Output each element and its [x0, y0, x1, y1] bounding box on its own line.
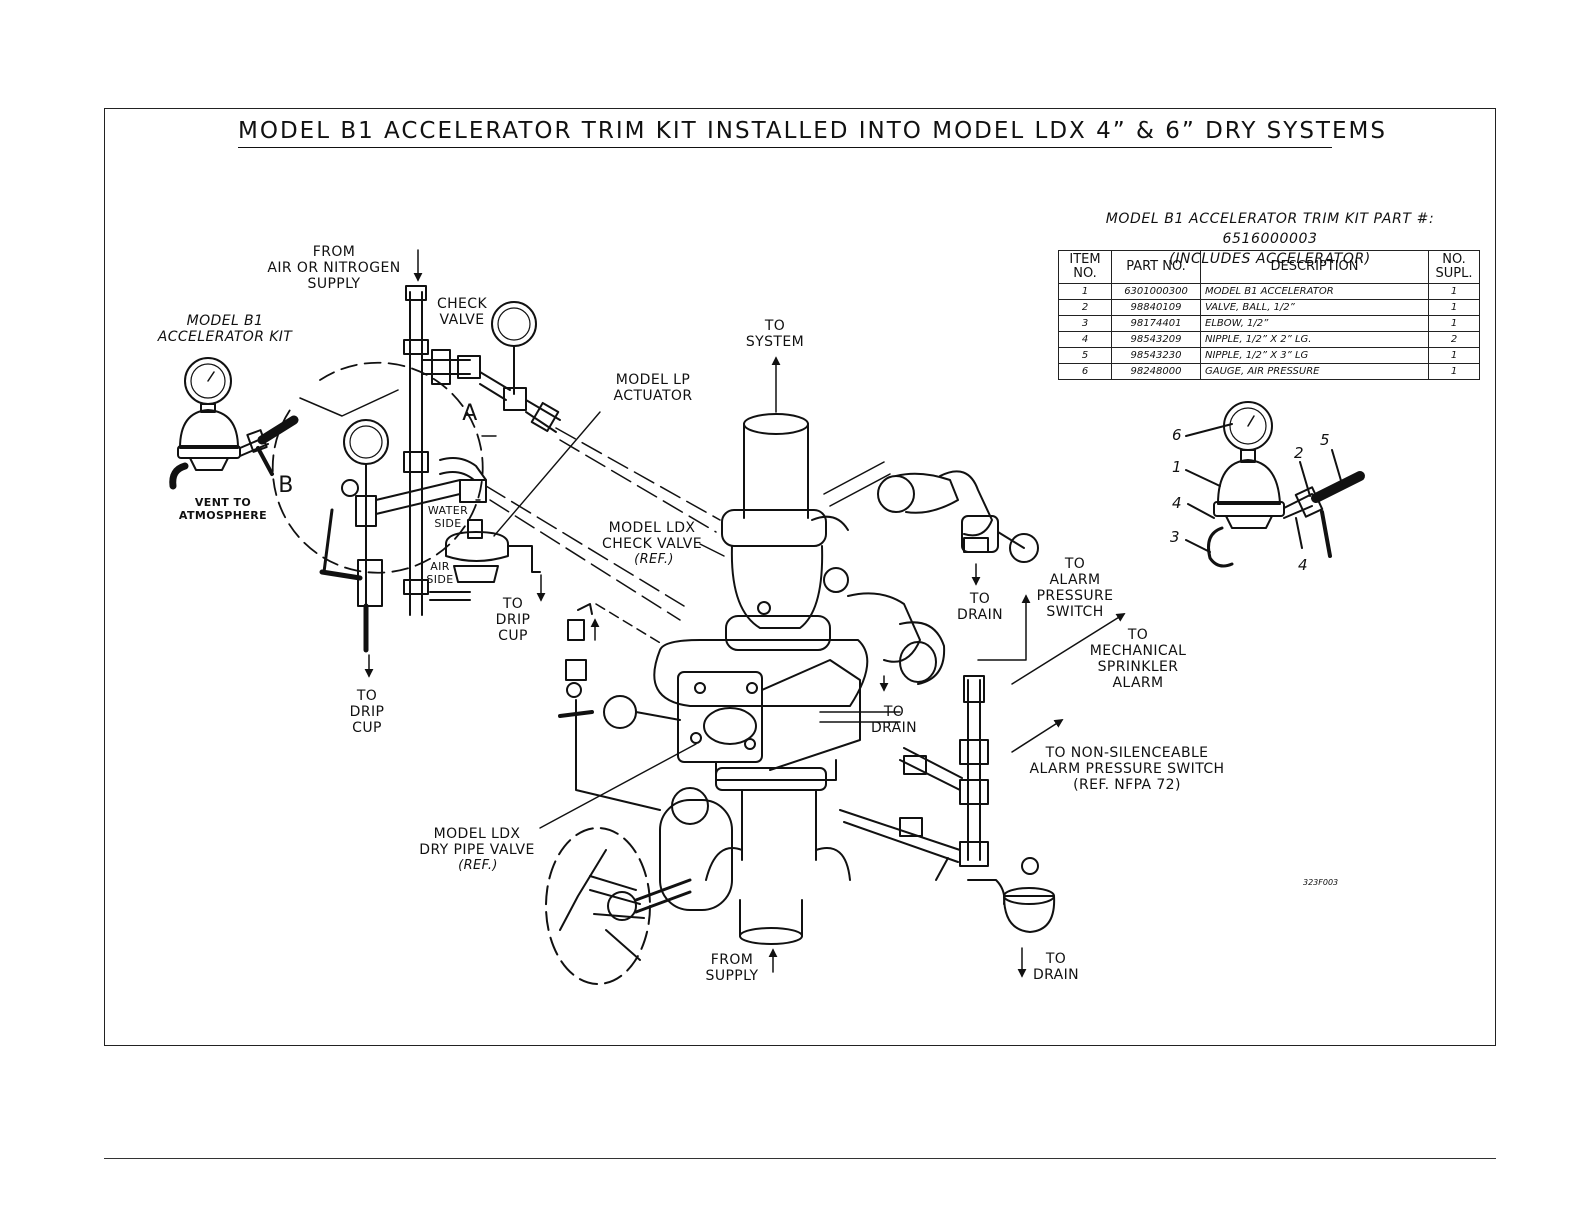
- detail-b-circle: [271, 361, 484, 574]
- table-row: 4 98543209 NIPPLE, 1/2” X 2” LG. 2: [1058, 331, 1480, 348]
- row-qty: 1: [1428, 299, 1480, 316]
- drawing-title: MODEL B1 ACCELERATOR TRIM KIT INSTALLED …: [238, 118, 1385, 148]
- callout-5: 5: [1320, 431, 1330, 449]
- kit-part-number: MODEL B1 ACCELERATOR TRIM KIT PART #: 65…: [1105, 211, 1435, 247]
- col-part: PART NO.: [1111, 250, 1201, 284]
- row-part: 98248000: [1111, 363, 1201, 380]
- row-qty: 1: [1428, 363, 1480, 380]
- leader-lines: [475, 411, 725, 829]
- alarm-test-trim: [558, 603, 681, 811]
- accelerator-parts-view: [1185, 401, 1365, 568]
- callout-3: 3: [1170, 528, 1180, 546]
- drawing-frame: [104, 108, 1496, 1046]
- label-detail-b: B: [278, 473, 294, 498]
- callout-2: 2: [1294, 444, 1304, 462]
- air-supply-pipe: [403, 249, 429, 616]
- label-detail-a: A: [462, 401, 478, 426]
- ldx-check-valve: [721, 509, 849, 651]
- riser-pipe: [743, 356, 809, 519]
- col-item: ITEM NO.: [1058, 250, 1112, 284]
- alarm-trim-right: [839, 594, 1126, 978]
- row-desc: GAUGE, AIR PRESSURE: [1200, 363, 1429, 380]
- parts-table: ITEM NO. PART NO. DESCRIPTION NO. SUPL. …: [1058, 250, 1480, 380]
- table-row: 2 98840109 VALVE, BALL, 1/2” 1: [1058, 299, 1480, 316]
- figure-number: 323F003: [1303, 878, 1339, 887]
- callout-1: 1: [1172, 458, 1182, 476]
- drip-assembly-left: [319, 419, 487, 678]
- callout-4-upper: 4: [1172, 494, 1182, 512]
- label-ldx-check-ref: (REF.): [634, 552, 674, 567]
- supply-gate-valve: [545, 787, 733, 985]
- callout-6: 6: [1172, 426, 1182, 444]
- lp-actuator: [429, 519, 546, 602]
- auxiliary-drain-elbow: [823, 567, 946, 692]
- check-valve-assembly: [421, 301, 561, 433]
- callout-4-lower: 4: [1298, 556, 1308, 574]
- label-ldx-dry-ref: (REF.): [458, 858, 498, 873]
- accelerator-detail-b: [169, 357, 299, 490]
- page-footer-rule: [104, 1158, 1496, 1159]
- ldx-dry-pipe-valve: [653, 639, 901, 973]
- main-drain-valve: [877, 470, 1039, 586]
- table-row: 6 98248000 GAUGE, AIR PRESSURE 1: [1058, 363, 1480, 380]
